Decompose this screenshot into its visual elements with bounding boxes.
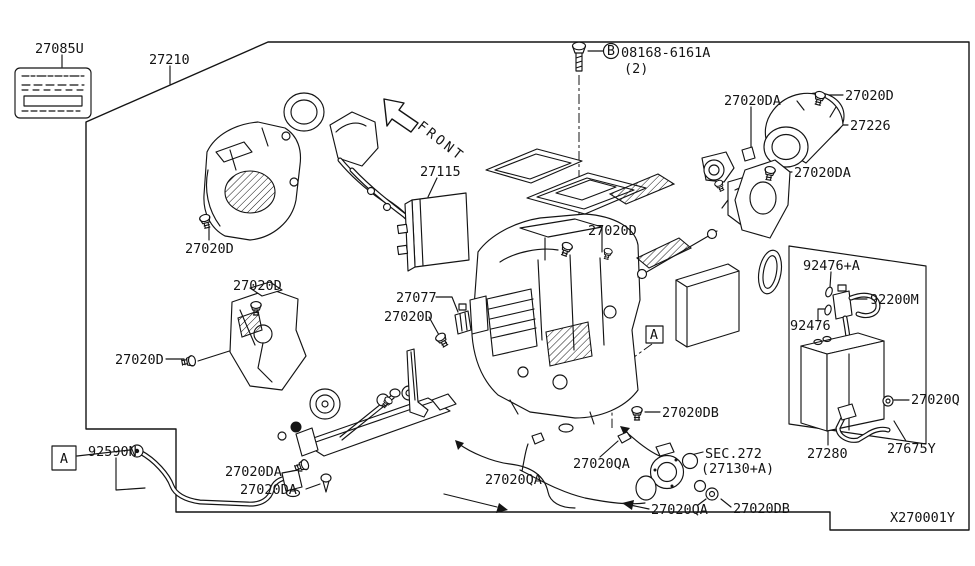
part-label: 27020DB xyxy=(733,501,790,517)
blower-motor-27226 xyxy=(763,92,845,168)
detail-panel-border xyxy=(788,245,927,445)
part-label: (2) xyxy=(624,61,648,77)
part-label: SEC.272 xyxy=(705,446,762,462)
heater-case-left xyxy=(229,281,307,391)
part-label: 27020QA xyxy=(573,456,630,472)
detail-marker-boxes xyxy=(51,42,664,471)
intake-duct xyxy=(734,146,791,239)
part-label: 27020Q xyxy=(911,392,960,408)
part-label: 27226 xyxy=(850,118,891,134)
part-label: 27020D xyxy=(185,241,234,257)
part-label: 27020DA xyxy=(240,482,297,498)
part-label: 27020D xyxy=(588,223,637,239)
control-cables xyxy=(443,426,666,513)
sensor-92476 xyxy=(824,304,832,316)
part-label: 92476 xyxy=(790,318,831,334)
part-label: 27020D xyxy=(384,309,433,325)
part-label: 27020D xyxy=(233,278,282,294)
part-label: 27020DA xyxy=(225,464,282,480)
compressor-sec272 xyxy=(635,442,707,501)
blower-duct-assembly xyxy=(277,385,457,493)
duct-seal-gaskets xyxy=(485,148,647,215)
part-label: 27085U xyxy=(35,41,84,57)
cabin-filter xyxy=(675,263,740,348)
expansion-valve-92200m xyxy=(832,290,853,320)
sensor-92476a xyxy=(825,286,833,298)
part-label: 27115 xyxy=(420,164,461,180)
part-label: 27280 xyxy=(807,446,848,462)
part-label: A xyxy=(650,327,658,343)
part-label: A xyxy=(60,451,68,467)
part-label: 27020QA xyxy=(651,502,708,518)
elbow-duct xyxy=(329,111,379,167)
grommet-27020db xyxy=(697,487,719,506)
part-label: FRONT xyxy=(414,118,468,165)
part-label: X270001Y xyxy=(890,510,955,526)
circled-b-marker xyxy=(602,42,620,60)
caution-label-27085u xyxy=(14,67,92,119)
part-label: 27675Y xyxy=(887,441,936,457)
part-label: 27020DB xyxy=(662,405,719,421)
part-label: (27130+A) xyxy=(701,461,774,477)
part-label: 27020DA xyxy=(724,93,781,109)
part-label: 27077 xyxy=(396,290,437,306)
part-label: 27020D xyxy=(845,88,894,104)
part-label: 27020D xyxy=(115,352,164,368)
evaporator-and-valve xyxy=(800,284,894,443)
blower-housing-assembly xyxy=(203,92,379,241)
grommet-27020q xyxy=(882,395,894,407)
bracket-and-door-27077 xyxy=(406,303,472,418)
part-label: 27020QA xyxy=(485,472,542,488)
heater-core-27115 xyxy=(396,192,470,272)
part-label: 92476+A xyxy=(803,258,860,274)
part-label: 92200M xyxy=(870,292,919,308)
water-hose-92590n xyxy=(130,444,303,507)
part-label: 92590N xyxy=(88,444,137,460)
main-hvac-unit xyxy=(469,213,641,433)
front-direction-arrow xyxy=(383,98,419,133)
part-label: B xyxy=(607,43,615,59)
outer-border xyxy=(85,41,970,531)
seal-ring xyxy=(283,92,325,132)
part-label: 27210 xyxy=(149,52,190,68)
part-label: 27020DA xyxy=(794,165,851,181)
clip xyxy=(741,146,756,162)
part-label: 08168-6161A xyxy=(621,45,710,61)
